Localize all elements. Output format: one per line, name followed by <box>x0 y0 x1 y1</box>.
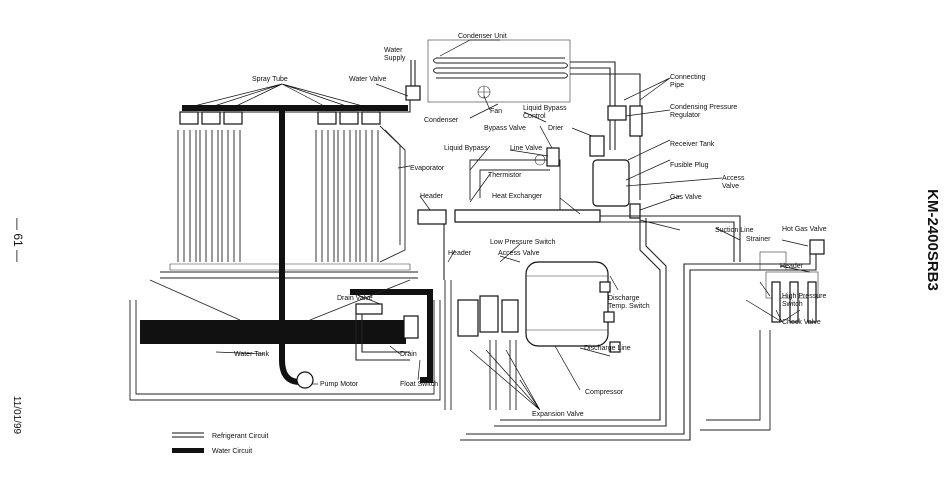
label-access-valve-mid: Access Valve <box>498 250 540 257</box>
legend: Refrigerant Circuit Water Circuit <box>172 432 268 455</box>
page-number: — 61 — <box>11 218 25 262</box>
label-drier: Drier <box>548 125 564 132</box>
label-header-mid: Header <box>448 250 472 257</box>
legend-water-swatch <box>172 448 204 453</box>
label-liquid-bypass: Liquid Bypass <box>444 145 488 152</box>
label-header-right: Header <box>780 263 804 270</box>
label-header-left: Header <box>420 193 444 200</box>
evaporator-assembly <box>160 105 418 279</box>
label-thermistor: Thermistor <box>488 172 522 179</box>
legend-refrigerant-swatch <box>172 432 204 438</box>
label-check-valve: Check Valve <box>782 319 821 326</box>
label-pump-motor: Pump Motor <box>320 381 359 388</box>
label-water-valve: Water Valve <box>349 76 386 83</box>
condenser-unit <box>427 39 571 103</box>
model-number: KM-2400SRB3 <box>924 189 941 291</box>
label-bypass-valve: Bypass Valve <box>484 125 526 132</box>
label-float-switch: Float Switch <box>400 381 438 388</box>
label-condenser-unit: Condenser Unit <box>458 33 507 40</box>
water-supply-valve <box>190 60 421 113</box>
legend-refrigerant-label: Refrigerant Circuit <box>212 433 268 440</box>
label-gas-valve: Gas Valve <box>670 194 702 201</box>
label-strainer: Strainer <box>746 236 771 243</box>
leader-lines <box>185 39 811 411</box>
label-spray-tube: Spray Tube <box>252 76 288 83</box>
label-discharge-line: Discharge Line <box>584 345 631 352</box>
label-drain-valve: Drain Valve <box>337 295 373 302</box>
water-circuit <box>140 110 433 389</box>
refrigerant-piping <box>454 61 825 441</box>
compressor-assembly <box>417 209 621 410</box>
label-low-pressure-switch: Low Pressure Switch <box>490 239 555 246</box>
revision-date: 11/01/99 <box>11 396 22 435</box>
label-expansion-valve: Expansion Valve <box>532 411 584 418</box>
label-hot-gas-valve: Hot Gas Valve <box>782 226 827 233</box>
label-drain: Drain <box>400 351 417 358</box>
water-tank <box>129 279 441 401</box>
label-heat-exchanger: Heat Exchanger <box>492 193 543 200</box>
legend-water-label: Water Circuit <box>212 448 252 455</box>
label-evaporator: Evaporator <box>410 165 445 172</box>
label-compressor: Compressor <box>585 389 624 396</box>
label-condenser: Condenser <box>424 117 459 124</box>
label-fusible-plug: Fusible Plug <box>670 162 709 169</box>
label-line-valve: Line Valve <box>510 145 542 152</box>
label-suction-line: Suction Line <box>715 227 754 234</box>
label-fan: Fan <box>490 108 502 115</box>
label-receiver-tank: Receiver Tank <box>670 141 715 148</box>
label-water-tank: Water Tank <box>234 351 270 358</box>
